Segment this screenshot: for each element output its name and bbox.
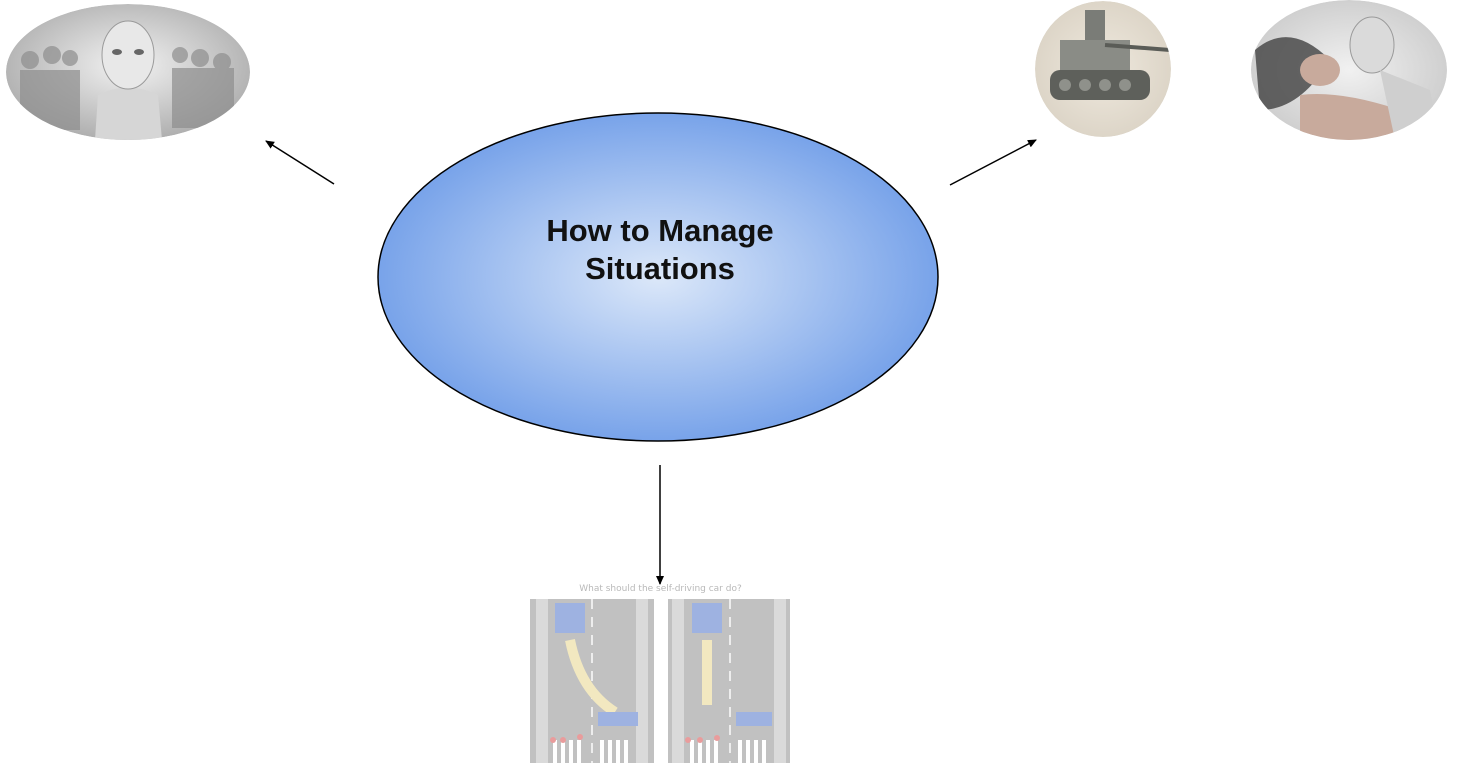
arrow-to-top-left: [265, 140, 335, 185]
center-node-title: How to Manage Situations: [430, 212, 890, 288]
center-node-ellipse: [377, 112, 939, 442]
humanoid-robot-army-image: [6, 4, 250, 140]
self-driving-car-caption: What should the self-driving car do?: [579, 584, 742, 594]
center-title-line-2: Situations: [585, 251, 735, 286]
robot-woman-embrace-image: [1251, 0, 1447, 140]
self-driving-car-dilemma-image: [530, 599, 790, 763]
center-title-line-1: How to Manage: [546, 213, 774, 248]
arrow-to-top-right: [949, 139, 1037, 186]
military-robot-tank-image: [1035, 1, 1171, 137]
